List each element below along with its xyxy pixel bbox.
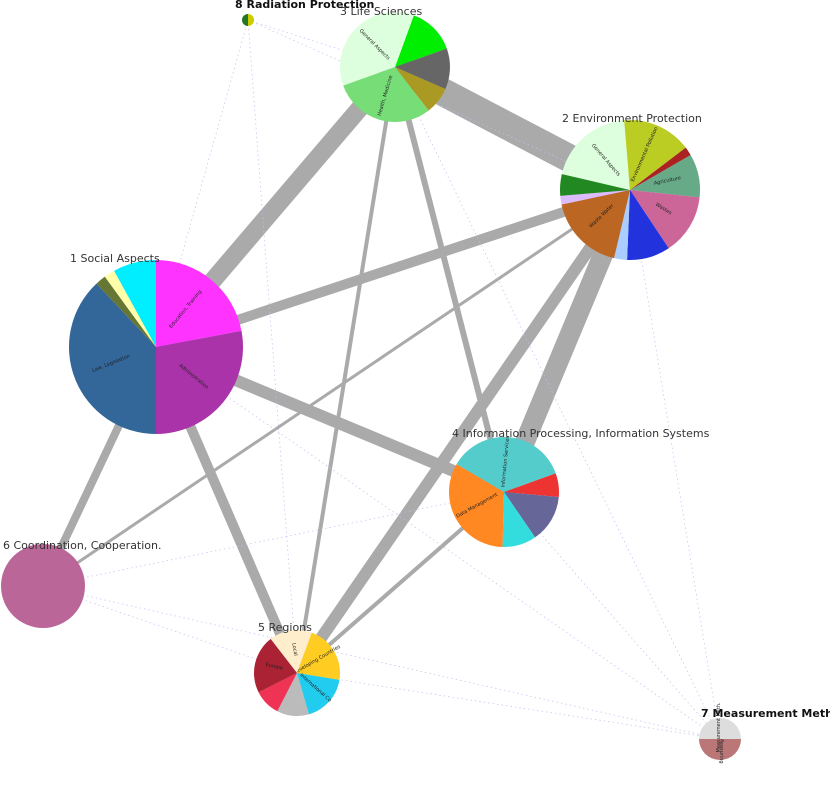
slice-n2-7 <box>561 120 630 190</box>
slice-n1-2 <box>69 283 156 434</box>
node-label-n1: 1 Social Aspects <box>70 252 160 265</box>
edge-n6-n4 <box>42 491 505 587</box>
slice-label-n4-4: Information Services <box>500 435 511 487</box>
slice-n3-2 <box>395 67 446 111</box>
slice-n5-3 <box>258 673 297 712</box>
edge-n3-n5 <box>295 66 397 674</box>
slice-n1-4 <box>104 270 156 347</box>
slice-n2-8 <box>624 120 686 190</box>
slice-label-n5-4: Europe <box>265 662 283 672</box>
slice-n2-2 <box>627 190 669 260</box>
slice-n2-9 <box>630 147 691 190</box>
slice-label-n7-1: Measurement Meth. <box>716 702 722 752</box>
edge-n3-n7 <box>394 66 721 740</box>
slice-n2-3 <box>614 190 630 260</box>
slice-n5-0 <box>297 632 340 680</box>
slice-n8-0 <box>248 14 254 26</box>
slice-label-n7-0: Measuring <box>718 738 724 764</box>
slice-n2-1 <box>630 190 700 249</box>
node-label-n6: 6 Coordination, Cooperation. <box>3 539 162 552</box>
slice-label-n5-5: Local <box>290 643 298 657</box>
edge-n8-n5 <box>247 19 298 674</box>
slice-n4-3 <box>449 464 504 547</box>
node-n6[interactable] <box>1 544 85 628</box>
slice-n2-6 <box>559 174 630 196</box>
slice-n4-0 <box>504 473 559 497</box>
slice-n3-3 <box>343 67 429 122</box>
node-n8[interactable] <box>242 14 254 26</box>
edge-n5-n7 <box>296 672 721 740</box>
edge-n3-n4 <box>392 66 507 493</box>
node-label-n3: 3 Life Sciences <box>340 5 422 18</box>
slice-n2-0 <box>630 155 700 198</box>
slice-n4-4 <box>456 437 556 492</box>
slice-label-n2-0: Agriculture <box>653 175 681 187</box>
slice-n8-1 <box>242 14 248 26</box>
slice-n3-0 <box>395 15 447 67</box>
labels-layer: 1 Social Aspects 2 Environment Protection… <box>3 0 830 720</box>
slice-n4-1 <box>504 492 559 538</box>
slice-n5-1 <box>297 673 340 715</box>
slice-n1-0 <box>156 260 242 347</box>
slice-n5-5 <box>270 630 312 673</box>
node-label-n2: 2 Environment Protection <box>562 112 702 125</box>
node-label-n7: 7 Measurement Meth. <box>701 707 830 720</box>
edge-n2-n5 <box>292 186 635 677</box>
edge-n2-n6 <box>42 188 631 588</box>
slice-n7-0 <box>699 739 741 760</box>
slice-n2-5 <box>560 190 630 205</box>
slice-n2-4 <box>561 190 630 259</box>
edge-n8-n3 <box>247 19 396 68</box>
slice-n1-1 <box>156 330 243 434</box>
slice-n5-2 <box>277 673 309 716</box>
node-label-n8: 8 Radiation Protection <box>235 0 374 11</box>
slice-n6-0 <box>1 544 85 628</box>
node-label-n5: 5 Regions <box>258 621 312 634</box>
edge-n2-n7 <box>629 189 721 740</box>
slice-n4-2 <box>502 492 536 547</box>
slice-n1-3 <box>96 276 156 347</box>
edge-n6-n7 <box>42 585 721 740</box>
node-label-n4: 4 Information Processing, Information Sy… <box>452 427 710 440</box>
slice-n1-5 <box>114 260 156 347</box>
slice-n3-4 <box>339 12 414 86</box>
slice-n7-1 <box>699 718 741 739</box>
slice-n3-1 <box>395 48 451 90</box>
edge-n1-n7 <box>155 346 721 740</box>
slice-n5-4 <box>253 638 297 693</box>
